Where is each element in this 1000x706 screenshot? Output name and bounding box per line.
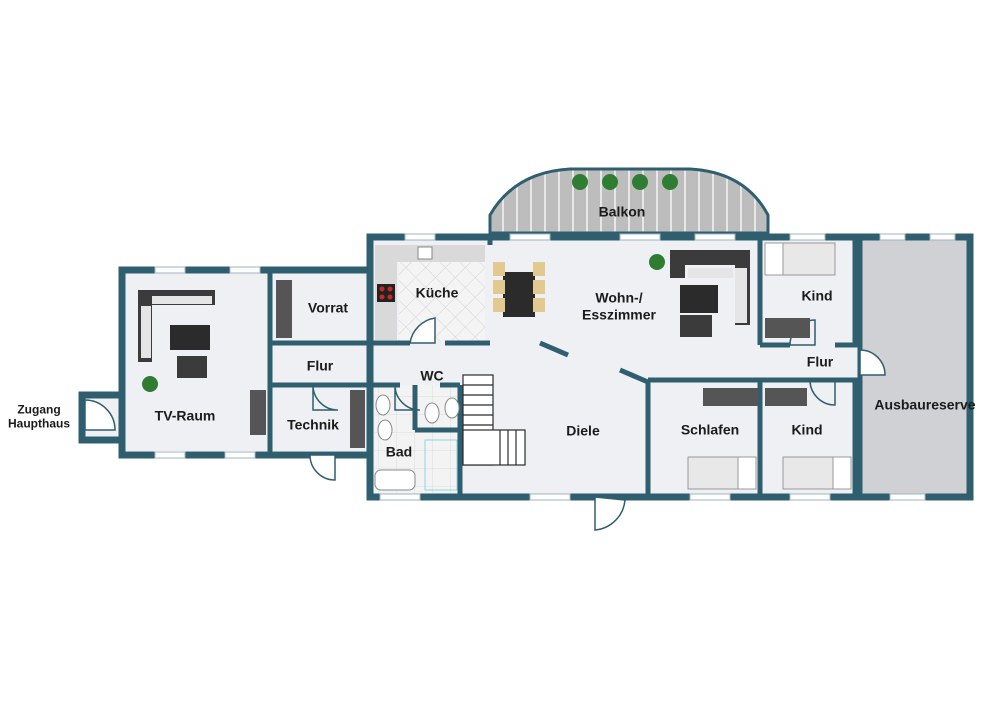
label-kueche: Küche (415, 284, 459, 301)
tv-sofa (138, 290, 266, 435)
shelves (276, 280, 365, 448)
label-kind-oben: Kind (801, 287, 833, 304)
dining-table (493, 262, 545, 317)
label-diele: Diele (566, 422, 600, 439)
plants (142, 174, 678, 392)
label-flur-links: Flur (306, 357, 334, 374)
label-balkon: Balkon (598, 203, 646, 220)
label-vorrat: Vorrat (307, 299, 349, 316)
label-technik: Technik (287, 416, 339, 433)
beds (687, 242, 852, 490)
label-tv-raum: TV-Raum (154, 407, 216, 424)
label-schlafen: Schlafen (680, 421, 740, 438)
staircase (462, 374, 526, 466)
label-wohnen-line1: Wohn-/ (595, 289, 643, 306)
living-sofa (670, 250, 750, 337)
kitchen-counter (375, 245, 485, 340)
bathroom-fixtures (374, 394, 460, 491)
label-wohnen-line2: Esszimmer (582, 306, 656, 323)
kitchen-floor (399, 262, 485, 342)
label-bad: Bad (385, 443, 413, 460)
label-flur-rechts: Flur (806, 353, 834, 370)
label-kind-unten: Kind (791, 421, 823, 438)
label-wc: WC (420, 367, 444, 384)
label-entrance-line1: Zugang (17, 402, 61, 417)
balcony (488, 167, 770, 235)
doors (84, 317, 886, 531)
windows (154, 233, 956, 501)
label-ausbaureserve: Ausbaureserve (874, 396, 976, 413)
label-entrance-line2: Haupthaus (7, 416, 71, 431)
